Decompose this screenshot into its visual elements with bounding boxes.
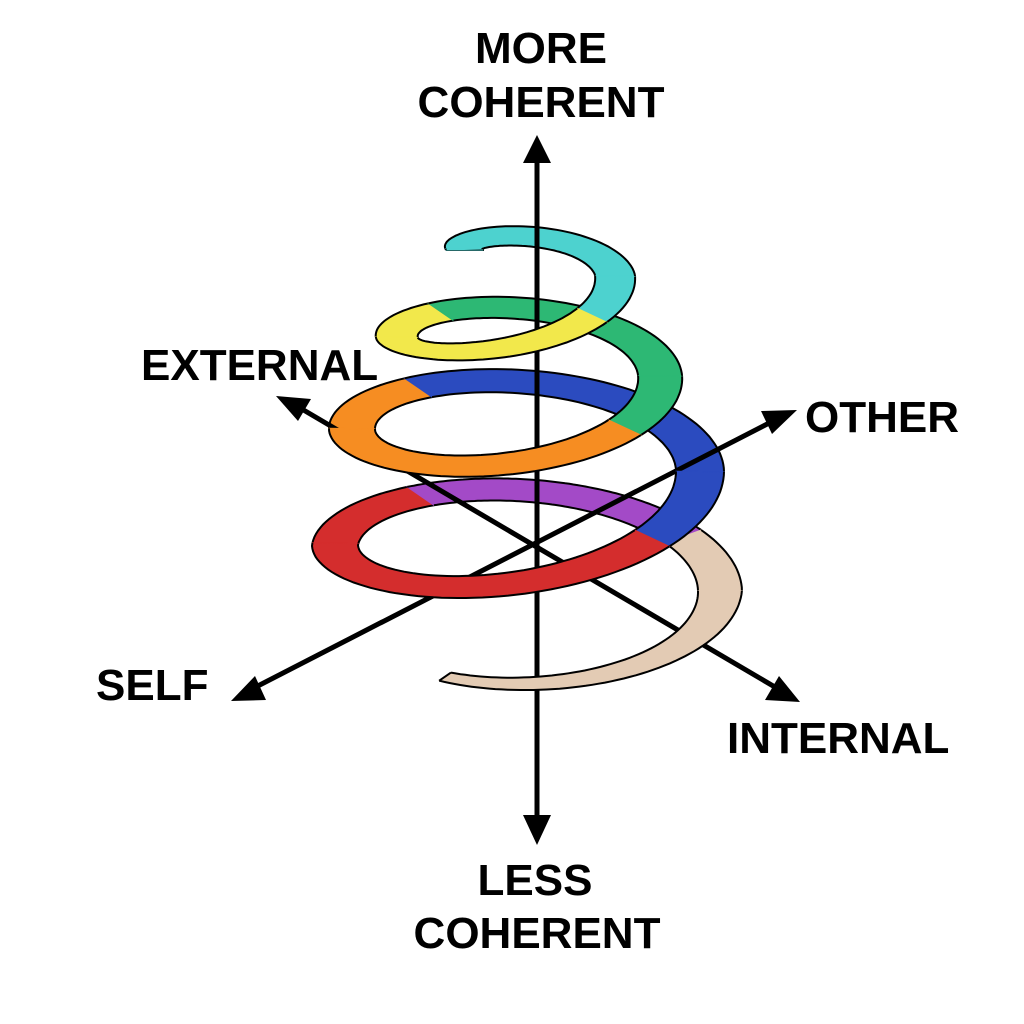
label-more-coherent: COHERENT: [418, 78, 665, 127]
spiral-edge-inner: [431, 391, 677, 472]
spiral-front-layer: [310, 248, 743, 691]
spiral-edge-inner: [374, 396, 433, 429]
arrowhead-other-icon: [761, 410, 797, 434]
spiral-edge-outer: [606, 276, 637, 323]
self-other-axis-line: [248, 417, 777, 693]
spiral-edge-inner: [481, 244, 597, 277]
spiral-edge-inner: [357, 504, 435, 544]
spiral-segment-cyan-back: [444, 225, 636, 278]
spiral-end-cap: [438, 671, 452, 682]
axis-labels: MORE COHERENT EXTERNAL OTHER SELF INTERN…: [96, 24, 959, 958]
spiral-edge-outer: [668, 471, 725, 548]
spiral-edge-inner: [664, 542, 699, 591]
spiral-edge-outer: [443, 225, 637, 277]
label-other: OTHER: [805, 393, 959, 442]
spiral-edge-inner: [374, 419, 610, 457]
spiral-edge-inner: [416, 307, 578, 345]
label-external: EXTERNAL: [141, 341, 378, 390]
spiral-edge-outer: [374, 302, 429, 337]
spiral-edge-outer: [438, 590, 743, 691]
spiral-edge-inner: [416, 319, 454, 338]
spiral-edge-outer: [700, 529, 743, 591]
spiral-edge-outer: [310, 542, 670, 599]
spiral-edge-inner: [576, 276, 597, 310]
spiral-edge-outer: [374, 321, 608, 362]
arrowhead-internal-icon: [765, 676, 800, 702]
spiral-edge-outer: [640, 376, 684, 436]
axes: [231, 135, 800, 845]
spiral-edge-inner: [450, 590, 699, 679]
label-self: SELF: [96, 661, 208, 710]
spiral-edge-inner: [356, 529, 636, 578]
label-internal: INTERNAL: [727, 714, 949, 763]
spiral-edge-inner: [634, 471, 677, 531]
spiral-edge-outer: [311, 485, 408, 544]
label-less: LESS: [478, 856, 593, 905]
spiral-edge-inner: [433, 499, 666, 544]
arrowhead-external-icon: [276, 396, 311, 421]
spiral-edge-inner: [607, 375, 640, 421]
spiral-edge-outer: [328, 377, 405, 429]
label-less-coherent: COHERENT: [414, 909, 661, 958]
spiral-edge-outer: [328, 428, 642, 478]
arrowhead-self-icon: [231, 676, 266, 701]
label-more: MORE: [475, 24, 607, 73]
arrowhead-up-icon: [523, 135, 551, 163]
spiral-edge-outer: [444, 248, 447, 251]
spiral-edge-outer: [404, 368, 725, 472]
arrowhead-down-icon: [523, 815, 551, 845]
